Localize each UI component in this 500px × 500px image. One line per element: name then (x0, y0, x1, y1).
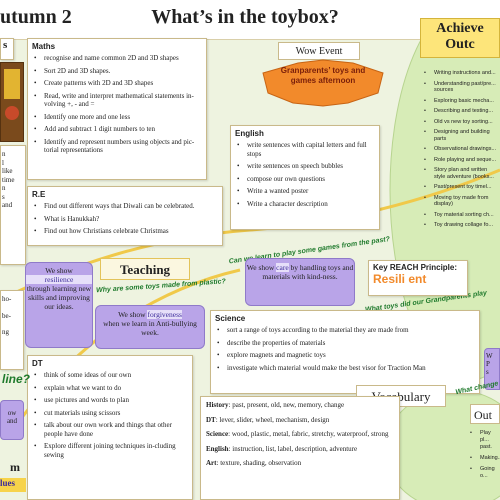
science-box: Science sort a range of toys according t… (210, 310, 480, 394)
maths-title: Maths (32, 42, 56, 51)
list-item: write sentences with capital letters and… (235, 141, 375, 158)
list-item: talk about our own work and things that … (32, 421, 188, 438)
list-item: compose our own questions (235, 175, 375, 184)
wow-event-badge (262, 59, 384, 107)
wow-event-text: Granparents’ toys and games afternoon (280, 66, 366, 85)
outcomes-bottom-label: Out (470, 404, 500, 424)
english-box: English write sentences with capital let… (230, 125, 380, 230)
list-item: think of some ideas of our own (32, 371, 188, 380)
left-text-fragment-2: ho-be- ng (0, 290, 24, 370)
list-item: Find out how Christians celebrate Christ… (32, 227, 218, 236)
list-item: Role playing and seque... (422, 157, 500, 164)
list-item: Exploring basic mecha... (422, 98, 500, 105)
vocab-history: History: past, present, old, new, memory… (206, 401, 345, 409)
list-item: Old vs new toy sorting... (422, 119, 500, 126)
list-item: Story plan and written style adventure (… (422, 167, 500, 180)
vocabulary-box: History: past, present, old, new, memory… (200, 396, 400, 500)
outcomes-bottom-list: Play pl... past. Making... Going o... (468, 430, 500, 480)
left-bottom-fragment: m (10, 460, 20, 474)
dt-list: think of some ideas of our own explain w… (32, 371, 188, 459)
list-item: Describing and testing... (422, 108, 500, 115)
achieve-header: Achieve Outc (420, 18, 500, 58)
re-title: R.E (32, 190, 46, 199)
dt-box: DT think of some ideas of our own explai… (27, 355, 193, 500)
list-item: What is Hanukkah? (32, 215, 218, 224)
teaching-label: Teaching (100, 258, 190, 280)
list-item: recognise and name common 2D and 3D shap… (32, 54, 202, 63)
maths-list: recognise and name common 2D and 3D shap… (32, 54, 202, 155)
maths-box: Maths recognise and name common 2D and 3… (27, 38, 207, 180)
re-box: R.E Find out different ways that Diwali … (27, 186, 223, 246)
value-care-keyword: care (276, 263, 289, 272)
vocab-english: English: instruction, list, label, descr… (206, 444, 358, 453)
list-item: Observational drawings... (422, 146, 500, 153)
book-cover-icon (4, 69, 20, 120)
science-list: sort a range of toys according to the ma… (215, 326, 475, 372)
list-item: Explore different joining techniques in-… (32, 442, 188, 459)
list-item: Making... (468, 455, 500, 462)
list-item: explore magnets and magnetic toys (215, 351, 475, 360)
list-item: Create patterns with 2D and 3D shapes (32, 79, 202, 88)
topic-title: What’s in the toybox? (151, 6, 339, 28)
question-line-fragment: line? (2, 372, 31, 386)
left-header-fragment: s (0, 38, 14, 60)
list-item: cut materials using scissors (32, 409, 188, 418)
list-item: Identify one more and one less (32, 113, 202, 122)
list-item: Going o... (468, 466, 500, 480)
value-forgiveness-card: We show forgiveness when we learn in Ant… (95, 305, 205, 349)
list-item: Sort 2D and 3D shapes. (32, 67, 202, 76)
vocab-science: Science: wood, plastic, metal, fabric, s… (206, 430, 389, 438)
list-item: sort a range of toys according to the ma… (215, 326, 475, 335)
book-cover-image (0, 62, 24, 142)
value-resilience-keyword: resilience (26, 275, 92, 284)
dt-title: DT (32, 359, 43, 368)
list-item: Designing and building parts (422, 129, 500, 142)
value-resilience-card: We show resilience through learning new … (25, 262, 93, 348)
list-item: Understanding past/pre... sources (422, 81, 500, 94)
achieve-line1: Achieve (436, 21, 484, 36)
list-item: Find out different ways that Diwali can … (32, 202, 218, 211)
list-item: Toy drawing collage fo... (422, 222, 500, 229)
english-list: write sentences with capital letters and… (235, 141, 375, 208)
list-item: Read, write and interpret mathematical s… (32, 92, 202, 109)
achieve-line2: Outc (445, 37, 475, 52)
title-bar: utumn 2 What’s in the toybox? (0, 0, 500, 40)
list-item: Play pl... past. (468, 430, 500, 451)
values-fragment: lues (0, 478, 26, 492)
reach-word: Resili ent (373, 272, 427, 286)
reach-principle-box: Key REACH Principle: Resili ent (368, 260, 468, 296)
list-item: use pictures and words to plan (32, 396, 188, 405)
science-title: Science (215, 314, 246, 323)
english-title: English (235, 129, 264, 138)
list-item: Add and subtract 1 digit numbers to ten (32, 125, 202, 134)
re-list: Find out different ways that Diwali can … (32, 202, 218, 236)
list-item: write sentences on speech bubbles (235, 162, 375, 171)
achieve-list: Writing instructions and... Understandin… (422, 70, 500, 233)
list-item: Past/present toy timel... (422, 184, 500, 191)
value-care-card: We show care by handling toys and materi… (245, 258, 355, 306)
list-item: explain what we want to do (32, 384, 188, 393)
list-item: Toy material sorting ch... (422, 212, 500, 219)
list-item: Write a wanted poster (235, 187, 375, 196)
term-title: utumn 2 (0, 6, 72, 28)
reach-label: Key REACH Principle: (373, 263, 458, 272)
list-item: Identify and represent numbers using obj… (32, 138, 202, 155)
list-item: Moving toy made from display) (422, 195, 500, 208)
list-item: Writing instructions and... (422, 70, 500, 77)
list-item: Write a character description (235, 200, 375, 209)
list-item: describe the properties of materials (215, 339, 475, 348)
vocab-dt: DT: lever, slider, wheel, mechanism, des… (206, 415, 330, 424)
value-forgiveness-keyword: forgiveness (147, 310, 182, 319)
list-item: investigate which material would make th… (215, 364, 475, 373)
vocab-art: Art: texture, shading, observation (206, 459, 302, 467)
wow-event-label: Wow Event (278, 42, 360, 60)
